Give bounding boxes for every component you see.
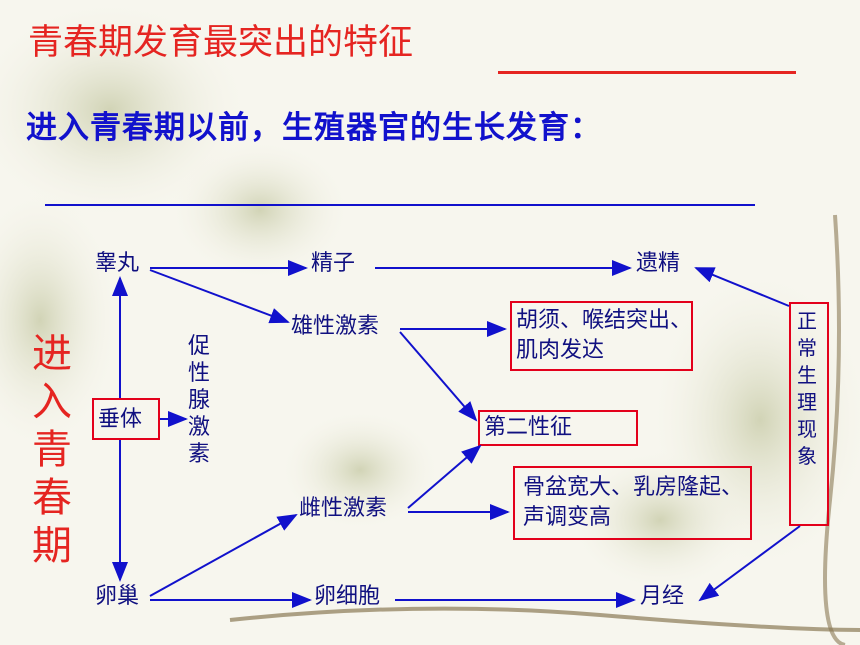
node-secondary-traits: 第二性征 — [484, 415, 573, 440]
page-subtitle: 进入青春期以前，生殖器官的生长发育： — [26, 110, 602, 146]
node-androgen: 雄性激素 — [291, 314, 380, 339]
fill-in-blank-line-title — [498, 71, 796, 74]
page-title: 青春期发育最突出的特征 — [28, 23, 414, 63]
female-traits-text: 骨盆宽大、乳房隆起、声调变高 — [523, 475, 744, 530]
female-traits-box: 骨盆宽大、乳房隆起、声调变高 — [513, 466, 752, 540]
node-sperm: 精子 — [311, 251, 356, 276]
fill-in-blank-line-answer — [45, 204, 755, 206]
pituitary-box: 垂体 — [92, 398, 160, 440]
secondary-traits-box: 第二性征 — [478, 410, 638, 446]
node-menses: 月经 — [640, 584, 685, 609]
node-testis: 睾丸 — [95, 251, 140, 276]
node-egg: 卵细胞 — [314, 584, 381, 609]
node-pituitary: 垂体 — [98, 407, 143, 432]
node-emission: 遗精 — [636, 251, 681, 276]
normal-phenomenon-box — [789, 302, 829, 526]
normal-phenomenon-label: 正常生理现象 — [797, 309, 817, 468]
male-traits-box: 胡须、喉结突出、肌肉发达 — [510, 301, 693, 371]
node-ovary: 卵巢 — [95, 584, 140, 609]
enter-puberty-label: 进入青春期 — [32, 331, 72, 569]
node-estrogen: 雌性激素 — [299, 496, 388, 521]
male-traits-text: 胡须、喉结突出、肌肉发达 — [516, 308, 693, 363]
gonadotropin-label: 促性腺激素 — [188, 334, 211, 467]
